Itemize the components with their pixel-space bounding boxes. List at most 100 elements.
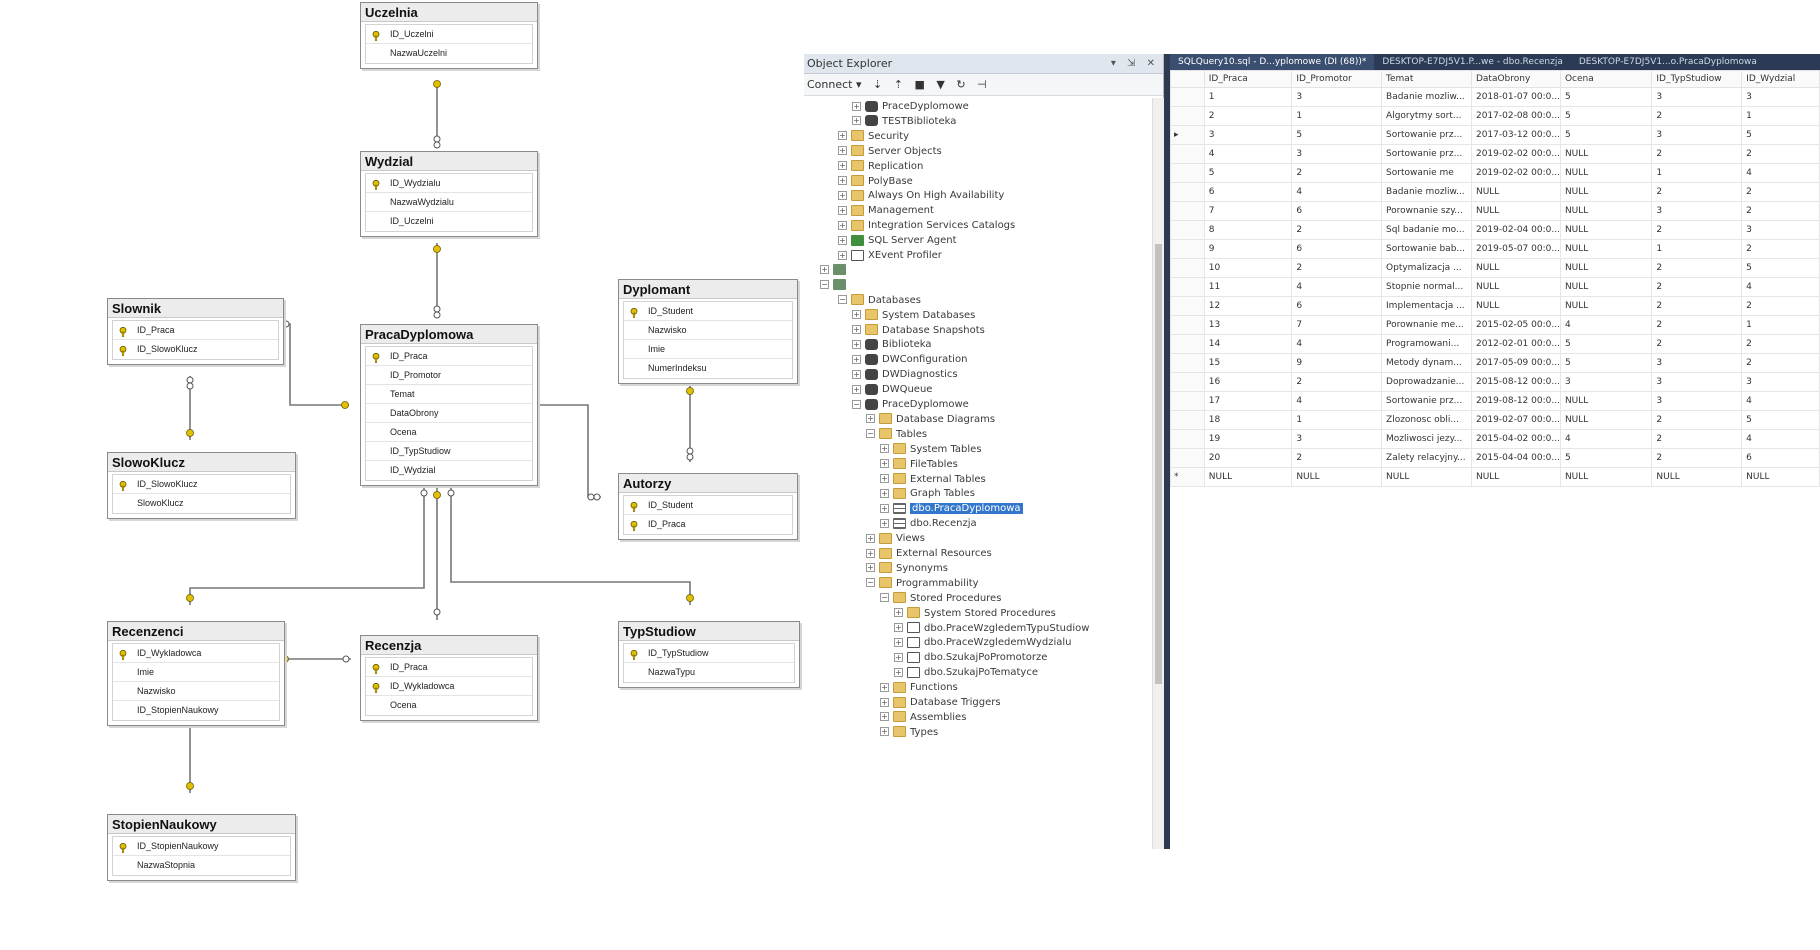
tree-node[interactable]: +Server Objects xyxy=(838,143,942,160)
table-column[interactable]: ID_Praca xyxy=(366,347,532,366)
expand-icon[interactable]: + xyxy=(852,310,861,320)
grid-cell[interactable]: 3 xyxy=(1651,353,1743,373)
grid-cell[interactable]: 10 xyxy=(1203,258,1293,278)
tree-node[interactable]: +Biblioteka xyxy=(852,336,931,353)
document-tab[interactable]: DESKTOP-E7DJ5V1...o.PracaDyplomowa xyxy=(1578,57,1757,67)
grid-cell[interactable]: 3 xyxy=(1291,144,1383,164)
connect-icon[interactable]: ⇣ xyxy=(873,78,883,91)
column-header[interactable]: ID_Praca xyxy=(1203,70,1293,88)
grid-cell[interactable]: 2 xyxy=(1741,334,1820,354)
grid-cell[interactable]: NULL xyxy=(1559,144,1653,164)
expand-icon[interactable]: + xyxy=(880,459,889,469)
column-header[interactable]: Temat xyxy=(1381,70,1472,88)
grid-cell[interactable]: Mozliwosci jezy... xyxy=(1381,429,1472,449)
tree-node[interactable]: +DWQueue xyxy=(852,381,932,398)
grid-cell[interactable]: 4 xyxy=(1559,429,1653,449)
grid-cell[interactable]: 11 xyxy=(1203,277,1293,297)
grid-cell[interactable]: 2017-03-12 00:0... xyxy=(1470,125,1561,145)
panel-controls[interactable]: ▾ ⇲ ✕ xyxy=(1110,58,1159,69)
row-selector[interactable] xyxy=(1170,391,1205,411)
expand-icon[interactable]: + xyxy=(852,116,861,126)
expand-icon[interactable]: + xyxy=(838,250,847,260)
grid-cell[interactable]: 5 xyxy=(1559,334,1653,354)
grid-cell[interactable]: 2012-02-01 00:0... xyxy=(1470,334,1561,354)
grid-cell[interactable]: Sortowanie bab... xyxy=(1381,239,1472,259)
column-header[interactable]: ID_Promotor xyxy=(1291,70,1383,88)
table-column[interactable]: ID_Praca xyxy=(366,658,532,677)
grid-cell[interactable]: 9 xyxy=(1203,239,1293,259)
grid-cell[interactable]: NULL xyxy=(1559,258,1653,278)
tree-node[interactable]: +Assemblies xyxy=(880,709,966,726)
grid-cell[interactable]: 5 xyxy=(1741,258,1820,278)
expand-icon[interactable]: + xyxy=(866,533,875,543)
table-column[interactable]: SlowoKlucz xyxy=(113,494,290,513)
grid-cell[interactable]: 3 xyxy=(1651,125,1743,145)
grid-cell[interactable]: 2 xyxy=(1651,410,1743,430)
grid-cell[interactable]: 2 xyxy=(1741,239,1820,259)
grid-cell[interactable]: Doprowadzanie... xyxy=(1381,372,1472,392)
grid-cell[interactable]: Sortowanie prz... xyxy=(1381,125,1472,145)
tree-node[interactable]: − xyxy=(820,277,850,294)
grid-cell[interactable]: Optymalizacja ... xyxy=(1381,258,1472,278)
grid-cell[interactable]: Algorytmy sort... xyxy=(1381,106,1472,126)
grid-cell[interactable]: 6 xyxy=(1291,201,1383,221)
expand-icon[interactable]: + xyxy=(838,220,847,230)
expand-icon[interactable]: + xyxy=(852,325,861,334)
expand-icon[interactable]: + xyxy=(880,444,889,454)
grid-cell[interactable]: NULL xyxy=(1559,220,1653,240)
grid-cell[interactable]: Metody dynam... xyxy=(1381,353,1472,373)
expand-icon[interactable]: + xyxy=(820,265,829,275)
grid-cell[interactable]: NULL xyxy=(1470,182,1561,202)
grid-cell[interactable]: 1 xyxy=(1741,106,1820,126)
tree-node[interactable]: +dbo.SzukajPoTematyce xyxy=(894,664,1038,681)
tree-node[interactable]: +DWDiagnostics xyxy=(852,366,958,383)
table-column[interactable]: ID_Uczelni xyxy=(366,25,532,44)
row-selector[interactable]: * xyxy=(1170,467,1205,487)
tree-node[interactable]: +External Resources xyxy=(866,545,992,562)
table-column[interactable]: ID_TypStudiow xyxy=(624,644,794,663)
row-selector[interactable] xyxy=(1170,106,1205,126)
expand-icon[interactable]: + xyxy=(894,667,903,677)
collapse-icon[interactable]: − xyxy=(866,429,875,439)
grid-cell[interactable]: 1 xyxy=(1651,239,1743,259)
grid-cell[interactable]: 17 xyxy=(1203,391,1293,411)
row-selector[interactable] xyxy=(1170,239,1205,259)
grid-cell[interactable]: 15 xyxy=(1203,353,1293,373)
grid-cell[interactable]: 2 xyxy=(1651,315,1743,335)
expand-icon[interactable]: + xyxy=(880,712,889,722)
expand-icon[interactable]: + xyxy=(852,339,861,349)
expand-icon[interactable]: + xyxy=(880,488,889,498)
tree-node[interactable]: +Database Snapshots xyxy=(852,322,985,339)
grid-cell[interactable]: 1 xyxy=(1651,163,1743,183)
grid-cell[interactable]: 2019-02-02 00:0... xyxy=(1470,163,1561,183)
table-column[interactable]: ID_Student xyxy=(624,496,792,515)
tree-node[interactable]: +System Tables xyxy=(880,441,982,458)
tree-node[interactable]: +dbo.PraceWzgledemTypuStudiow xyxy=(894,620,1089,637)
row-selector[interactable] xyxy=(1170,372,1205,392)
grid-cell[interactable]: 4 xyxy=(1741,163,1820,183)
table-column[interactable]: ID_SlowoKlucz xyxy=(113,340,278,359)
grid-cell[interactable]: 2019-02-02 00:0... xyxy=(1470,144,1561,164)
expand-icon[interactable]: + xyxy=(894,652,903,662)
grid-cell[interactable]: 3 xyxy=(1741,220,1820,240)
tree-node[interactable]: +XEvent Profiler xyxy=(838,247,942,264)
grid-cell[interactable]: 3 xyxy=(1651,372,1743,392)
grid-cell[interactable]: Sortowanie me xyxy=(1381,163,1472,183)
column-header[interactable]: DataObrony xyxy=(1470,70,1561,88)
grid-cell[interactable]: 8 xyxy=(1203,220,1293,240)
tree-node[interactable]: +dbo.Recenzja xyxy=(880,515,977,532)
grid-cell[interactable]: 2019-05-07 00:0... xyxy=(1470,239,1561,259)
collapse-icon[interactable]: − xyxy=(880,593,889,603)
grid-cell[interactable]: 2015-04-04 00:0... xyxy=(1470,448,1561,468)
row-selector[interactable] xyxy=(1170,182,1205,202)
